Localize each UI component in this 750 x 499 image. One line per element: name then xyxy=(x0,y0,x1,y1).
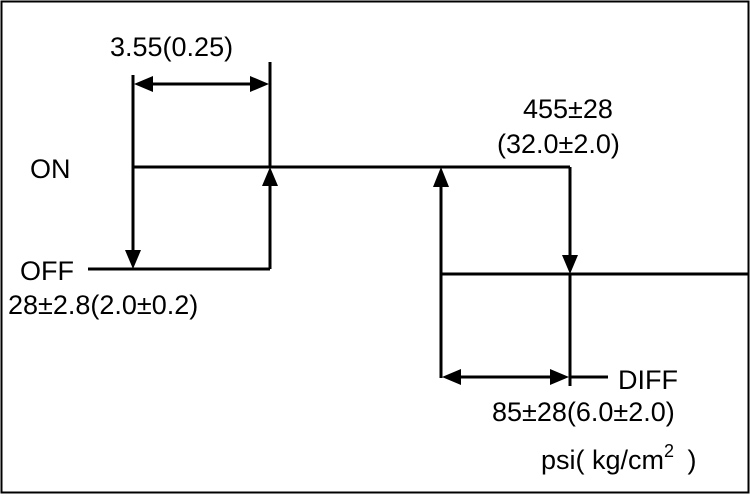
units-label-main: psi( kg/cm xyxy=(541,445,664,475)
low-setpoint-label: 28±2.8(2.0±0.2) xyxy=(8,290,198,320)
diff-arrow-left xyxy=(442,369,461,385)
on-label: ON xyxy=(30,154,71,184)
high-off-transition-arrow xyxy=(562,255,578,274)
high-on-transition-arrow xyxy=(433,167,449,187)
units-label-superscript: 2 xyxy=(664,441,674,461)
diff-arrow-right xyxy=(550,369,569,385)
on-transition-arrow xyxy=(262,167,278,186)
high-setpoint-metric-label: (32.0±2.0) xyxy=(497,129,620,159)
off-label: OFF xyxy=(20,256,74,286)
diff-label: DIFF xyxy=(618,365,678,395)
low-hysteresis-label: 3.55(0.25) xyxy=(110,32,233,62)
high-setpoint-label: 455±28 xyxy=(523,94,613,124)
hysteresis-arrow-right xyxy=(250,76,269,92)
off-transition-arrow xyxy=(125,250,141,269)
units-label: psi( kg/cm2 ) xyxy=(541,441,697,475)
diff-value-label: 85±28(6.0±2.0) xyxy=(492,397,675,427)
units-label-close: ) xyxy=(680,445,697,475)
hysteresis-arrow-left xyxy=(134,76,153,92)
